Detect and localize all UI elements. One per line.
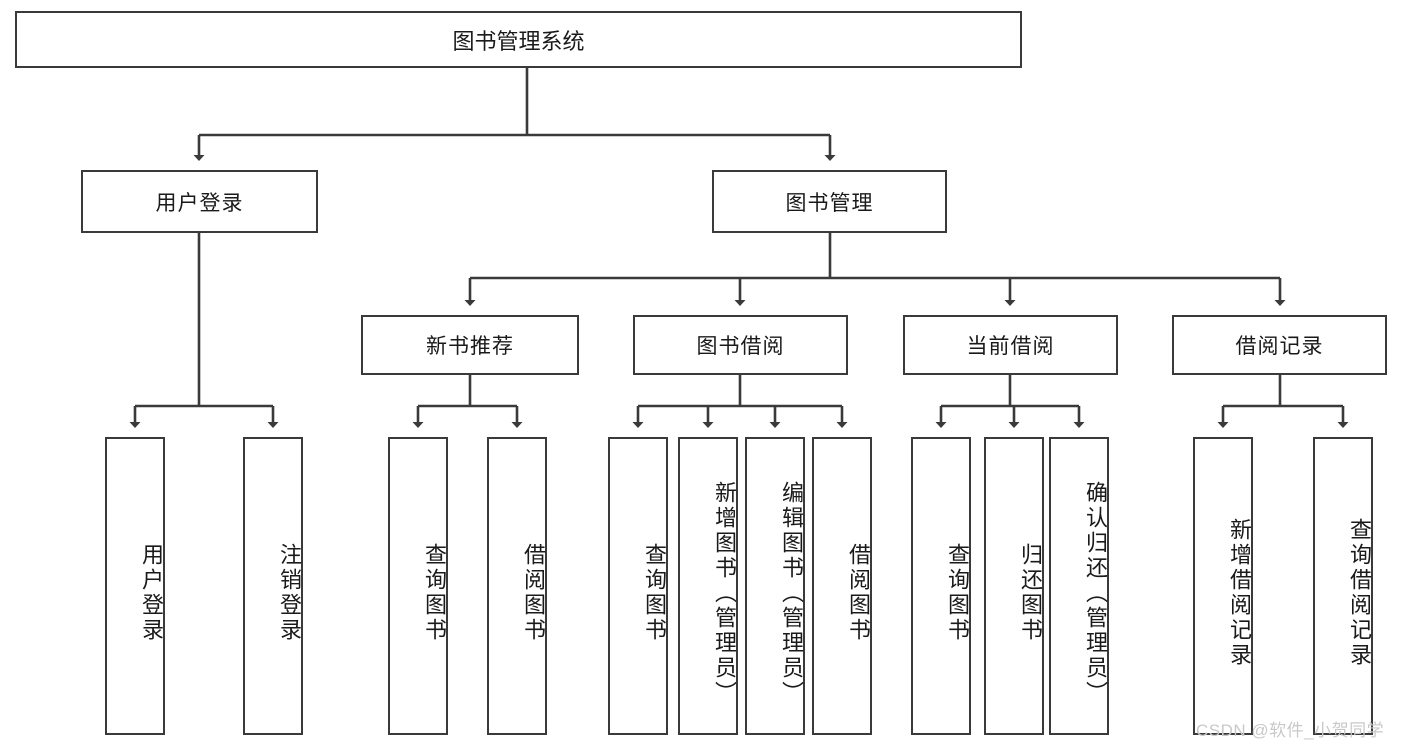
node-leaf-borrow-book-2[interactable]: 借阅图书 — [812, 437, 872, 735]
node-leaf-query-book-2-label: 查询图书 — [642, 543, 667, 643]
node-leaf-query-book-1-label: 查询图书 — [422, 543, 447, 643]
node-book-manage-label: 图书管理 — [785, 191, 874, 215]
node-leaf-edit-book[interactable]: 编辑图书（管理员） — [745, 437, 805, 735]
node-leaf-user-login[interactable]: 用户登录 — [105, 437, 165, 735]
node-new-book-rec[interactable]: 新书推荐 — [361, 315, 579, 375]
node-leaf-borrow-book-1[interactable]: 借阅图书 — [487, 437, 547, 735]
node-leaf-borrow-book-1-label: 借阅图书 — [521, 543, 546, 643]
node-current-borrow[interactable]: 当前借阅 — [903, 315, 1118, 375]
node-leaf-user-login-label: 用户登录 — [139, 543, 164, 643]
node-root-label: 图书管理系统 — [452, 28, 585, 54]
csdn-watermark: CSDN @软件_小贺同学 — [1196, 721, 1385, 740]
node-leaf-query-record[interactable]: 查询借阅记录 — [1313, 437, 1373, 735]
node-user-login-label: 用户登录 — [155, 191, 244, 215]
node-leaf-add-record-label: 新增借阅记录 — [1227, 518, 1252, 668]
node-book-borrow[interactable]: 图书借阅 — [633, 315, 848, 375]
node-leaf-edit-book-label: 编辑图书（管理员） — [779, 480, 804, 706]
node-leaf-return-book[interactable]: 归还图书 — [984, 437, 1044, 735]
node-leaf-add-book[interactable]: 新增图书（管理员） — [678, 437, 738, 735]
node-root[interactable]: 图书管理系统 — [15, 11, 1022, 68]
node-new-book-rec-label: 新书推荐 — [426, 335, 514, 358]
node-leaf-logout-label: 注销登录 — [277, 543, 302, 643]
node-leaf-borrow-book-2-label: 借阅图书 — [846, 543, 871, 643]
node-book-manage[interactable]: 图书管理 — [712, 170, 947, 233]
node-leaf-confirm-return-label: 确认归还（管理员） — [1083, 480, 1108, 706]
node-book-borrow-label: 图书借阅 — [696, 335, 785, 358]
node-user-login[interactable]: 用户登录 — [81, 170, 318, 233]
node-leaf-add-book-label: 新增图书（管理员） — [712, 480, 737, 706]
node-borrow-record[interactable]: 借阅记录 — [1172, 315, 1387, 375]
node-leaf-confirm-return[interactable]: 确认归还（管理员） — [1049, 437, 1109, 735]
node-leaf-query-book-3-label: 查询图书 — [945, 543, 970, 643]
node-current-borrow-label: 当前借阅 — [966, 335, 1055, 358]
node-leaf-query-record-label: 查询借阅记录 — [1347, 518, 1372, 668]
node-leaf-add-record[interactable]: 新增借阅记录 — [1193, 437, 1253, 735]
node-leaf-query-book-3[interactable]: 查询图书 — [911, 437, 971, 735]
node-leaf-query-book-2[interactable]: 查询图书 — [608, 437, 668, 735]
node-leaf-query-book-1[interactable]: 查询图书 — [388, 437, 448, 735]
node-leaf-logout[interactable]: 注销登录 — [243, 437, 303, 735]
node-leaf-return-book-label: 归还图书 — [1018, 543, 1043, 643]
node-borrow-record-label: 借阅记录 — [1235, 335, 1324, 358]
